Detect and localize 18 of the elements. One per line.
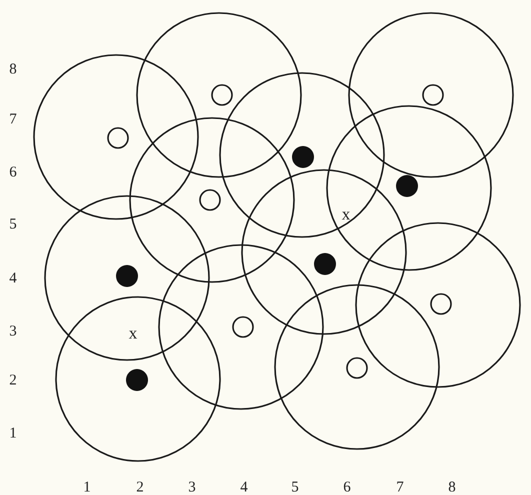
axis-tick-label: 2	[9, 374, 17, 388]
axis-tick-label: 8	[448, 480, 456, 495]
axis-tick-label: 8	[9, 62, 17, 78]
axis-tick-label: 4	[240, 480, 248, 495]
axis-tick-label: 7	[9, 112, 17, 128]
axis-tick-label: 3	[188, 480, 196, 495]
cross-mark-label: x	[128, 324, 138, 342]
axis-tick-label: 1	[9, 426, 17, 442]
axis-tick-label: 2	[136, 480, 144, 495]
axis-tick-label: 5	[9, 218, 17, 232]
axis-tick-label: 6	[343, 480, 351, 495]
axis-tick-label: 5	[291, 480, 299, 495]
axis-tick-label: 4	[9, 272, 17, 286]
axis-tick-label: 1	[83, 480, 91, 495]
axis-tick-label: 7	[396, 480, 404, 495]
axis-tick-label: 6	[9, 166, 17, 180]
axis-tick-label: 3	[9, 324, 17, 340]
cross-mark-label: x	[342, 206, 350, 222]
